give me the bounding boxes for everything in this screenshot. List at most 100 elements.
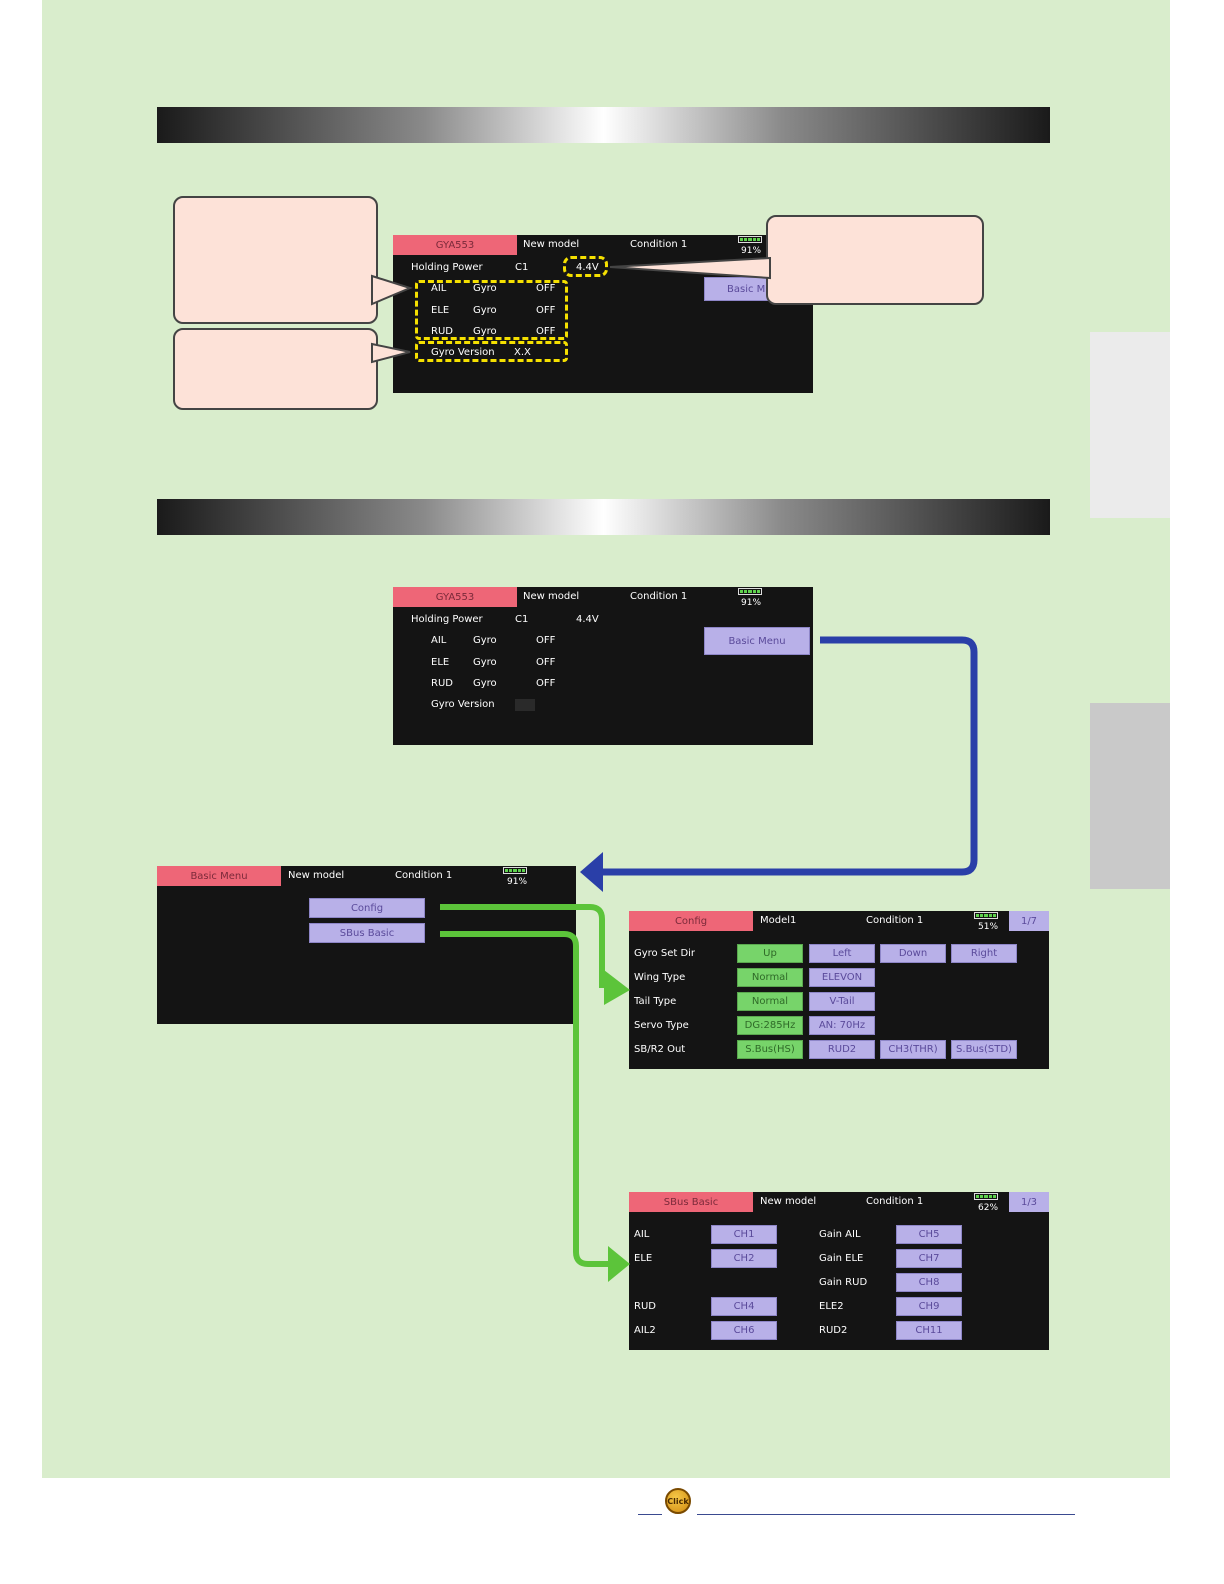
condition-label: Condition 1 (395, 870, 453, 881)
side-tab-lower (1090, 703, 1170, 889)
sbus-basic-button[interactable]: SBus Basic (309, 923, 425, 943)
battery-icon (974, 912, 998, 919)
row-state: OFF (536, 326, 556, 337)
model-name: New model (760, 1196, 817, 1207)
highlight-gyro-rows (415, 280, 568, 340)
config-row-label: SB/R2 Out (634, 1044, 686, 1055)
option-button[interactable]: Right (951, 944, 1017, 963)
config-row-label: Tail Type (634, 996, 677, 1007)
page-indicator[interactable]: 1/7 (1009, 911, 1049, 931)
section-header-bar-2 (157, 499, 1050, 535)
condition-label: Condition 1 (630, 239, 688, 250)
row-axis: ELE (431, 657, 450, 668)
row-axis: RUD (431, 678, 453, 689)
option-button[interactable]: Up (737, 944, 803, 963)
option-button[interactable]: CH3(THR) (880, 1040, 946, 1059)
sbus-label: Gain AIL (819, 1229, 861, 1240)
channel-button[interactable]: CH9 (896, 1297, 962, 1316)
option-button[interactable]: ELEVON (809, 968, 875, 987)
sbus-label: ELE (634, 1253, 653, 1264)
screen-title[interactable]: SBus Basic (629, 1192, 753, 1212)
channel-button[interactable]: CH2 (711, 1249, 777, 1268)
row-mode: Gyro (473, 678, 497, 689)
config-row-label: Servo Type (634, 1020, 689, 1031)
side-tab-upper (1090, 332, 1170, 518)
screen-title[interactable]: GYA553 (393, 587, 517, 607)
option-button[interactable]: V-Tail (809, 992, 875, 1011)
gyro-version-value: X.X (514, 347, 531, 358)
holding-power-channel[interactable]: C1 (515, 262, 529, 273)
config-row-label: Gyro Set Dir (634, 948, 696, 959)
footer-rule-left (638, 1514, 662, 1515)
config-row-label: Wing Type (634, 972, 686, 983)
screen-title[interactable]: Basic Menu (157, 866, 281, 886)
row-state: OFF (536, 678, 556, 689)
model-name: New model (523, 591, 580, 602)
holding-power-label: Holding Power (411, 614, 483, 625)
option-button[interactable]: Normal (737, 968, 803, 987)
channel-button[interactable]: CH5 (896, 1225, 962, 1244)
battery-icon (738, 588, 762, 595)
sbus-label: ELE2 (819, 1301, 844, 1312)
arrow-blue-head (580, 852, 603, 892)
callout-gyro-status (173, 196, 378, 324)
battery-level: 62% (978, 1203, 999, 1213)
channel-button[interactable]: CH11 (896, 1321, 962, 1340)
footer-rule-right (697, 1514, 1075, 1515)
sbus-label: Gain ELE (819, 1253, 864, 1264)
battery-level: 91% (741, 598, 762, 608)
row-axis: ELE (431, 305, 450, 316)
channel-button[interactable]: CH4 (711, 1297, 777, 1316)
model-name: Model1 (760, 915, 797, 926)
gya553-screen: GYA553 New model Condition 1 91% Holding… (393, 587, 813, 745)
section-header-bar-1 (157, 107, 1050, 143)
option-button[interactable]: Left (809, 944, 875, 963)
callout-pointer-voltage (609, 256, 771, 280)
row-state: OFF (536, 283, 556, 294)
highlight-gyro-version (415, 341, 568, 362)
row-axis: RUD (431, 326, 453, 337)
option-button[interactable]: S.Bus(HS) (737, 1040, 803, 1059)
callout-voltage (766, 215, 984, 305)
option-button[interactable]: RUD2 (809, 1040, 875, 1059)
condition-label: Condition 1 (866, 915, 924, 926)
voltage-value: 4.4V (576, 614, 599, 625)
channel-button[interactable]: CH1 (711, 1225, 777, 1244)
channel-button[interactable]: CH7 (896, 1249, 962, 1268)
battery-level: 51% (978, 922, 999, 932)
holding-power-label: Holding Power (411, 262, 483, 273)
click-icon[interactable]: Click (665, 1488, 691, 1514)
channel-button[interactable]: CH6 (711, 1321, 777, 1340)
voltage-value: 4.4V (576, 262, 599, 273)
option-button[interactable]: DG:285Hz (737, 1016, 803, 1035)
row-mode: Gyro (473, 326, 497, 337)
row-state: OFF (536, 657, 556, 668)
row-mode: Gyro (473, 283, 497, 294)
arrow-blue (602, 636, 978, 876)
sbus-label: Gain RUD (819, 1277, 868, 1288)
config-button[interactable]: Config (309, 898, 425, 918)
sbus-label: RUD (634, 1301, 656, 1312)
screen-title[interactable]: GYA553 (393, 235, 517, 255)
channel-button[interactable]: CH8 (896, 1273, 962, 1292)
sbus-label: AIL (634, 1229, 650, 1240)
gyro-version-label: Gyro Version (431, 347, 495, 358)
option-button[interactable]: Normal (737, 992, 803, 1011)
option-button[interactable]: S.Bus(STD) (951, 1040, 1017, 1059)
config-screen: Config Model1 Condition 1 51% 1/7 Gyro S… (629, 911, 1049, 1069)
holding-power-channel[interactable]: C1 (515, 614, 529, 625)
option-button[interactable]: Down (880, 944, 946, 963)
highlight-voltage (563, 256, 608, 277)
page-indicator[interactable]: 1/3 (1009, 1192, 1049, 1212)
option-button[interactable]: AN: 70Hz (809, 1016, 875, 1035)
row-axis: AIL (431, 635, 447, 646)
condition-label: Condition 1 (630, 591, 688, 602)
basic-menu-button[interactable]: Basic Menu (704, 627, 810, 655)
condition-label: Condition 1 (866, 1196, 924, 1207)
battery-level: 91% (741, 246, 762, 256)
screen-title[interactable]: Config (629, 911, 753, 931)
row-mode: Gyro (473, 635, 497, 646)
arrow-green-sbus (440, 931, 608, 1267)
battery-icon (503, 867, 527, 874)
row-mode: Gyro (473, 305, 497, 316)
